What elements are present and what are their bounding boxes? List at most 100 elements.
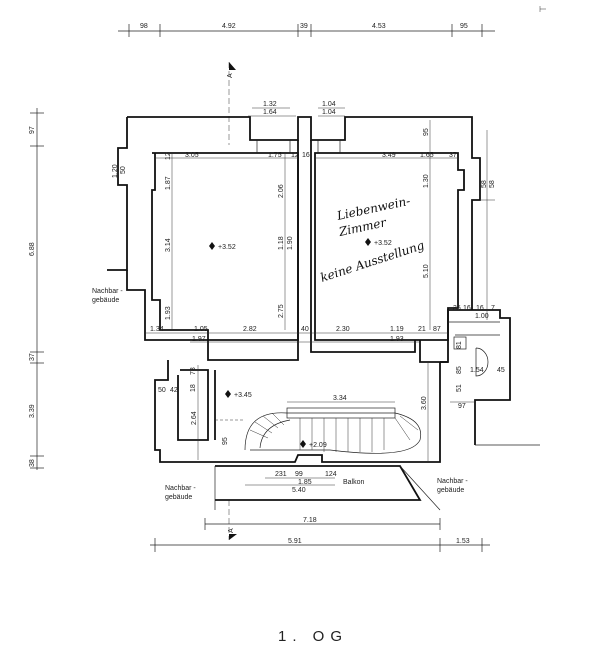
dim-rr-2: 1.65: [420, 152, 434, 159]
floor-title: 1. OG: [278, 628, 348, 645]
dim-left-3: 37: [29, 353, 36, 361]
neighbor-right-line2: gebäude: [437, 487, 464, 494]
dim-left-1: 97: [29, 126, 36, 134]
door-dims-top: 1.32 1.64 1.04 1.04: [248, 101, 345, 117]
dim-left-4: 3.39: [29, 404, 36, 418]
neighbor-right-line1: Nachbar -: [437, 478, 468, 485]
dim-rs-5: 1.00: [475, 313, 489, 320]
dim-door-left-2: 1.64: [263, 109, 277, 116]
balcony-label: Balkon: [343, 479, 365, 486]
dim-rr-3: 37: [449, 152, 457, 159]
level-left-room: +3.52: [218, 244, 236, 251]
hall-dims: 50 42 73 18 2.64 95 3.34 3.60: [158, 362, 429, 462]
dim-rri-2: 1.30: [423, 174, 430, 188]
neighbor-mid-line1: Nachbar -: [165, 485, 196, 492]
neighbor-mid-line2: gebäude: [165, 494, 192, 501]
dim-rri-3: 5.10: [423, 264, 430, 278]
dim-long-153: 1.53: [456, 538, 470, 545]
dim-rli-7: 1.90: [287, 236, 294, 250]
dim-rli-4: 1.93: [165, 306, 172, 320]
dim-rl-4: 16: [302, 152, 310, 159]
level-stair: +2.09: [309, 442, 327, 449]
level-right-room: +3.52: [374, 240, 392, 247]
dim-rb-6: 1.19: [390, 326, 404, 333]
top-dimension-chain: 98 4.92 39 4.53 95: [118, 23, 495, 37]
dim-ls-1: 1.20: [112, 164, 119, 178]
dim-door-right-1: 1.04: [322, 101, 336, 108]
dim-rri-4: 58: [481, 180, 488, 188]
dim-top-3: 39: [300, 23, 308, 30]
dim-rb-1: 1.34: [150, 326, 164, 333]
dim-rs-2: 16: [463, 305, 471, 312]
svg-text:A: A: [228, 528, 235, 533]
handwritten-note: Liebenwein- Zimmer keine Ausstellung: [319, 194, 427, 285]
dim-h-3: 73: [190, 367, 197, 375]
dim-h-2: 42: [170, 387, 178, 394]
dim-rl-3: 12: [291, 152, 299, 159]
dim-left-2: 6.88: [29, 242, 36, 256]
dim-h-4: 18: [190, 384, 197, 392]
dim-rb-8: 87: [433, 326, 441, 333]
dim-rb-7: 21: [418, 326, 426, 333]
dim-h-7: 3.34: [333, 395, 347, 402]
stair-dims: 231 99 124 1.85 5.40: [245, 471, 337, 494]
level-hall: +3.45: [234, 392, 252, 399]
dim-rb-4: 40: [301, 326, 309, 333]
dim-rb-5: 2.30: [336, 326, 350, 333]
room-bottom-dims: 1.34 1.05 2.82 40 2.30 1.19 21 87 1.97 1…: [145, 326, 448, 343]
level-markers: +3.52 +3.52 +3.45 +2.09: [209, 238, 392, 449]
dim-ls-2: 50: [120, 166, 127, 174]
dim-rr-1: 3.49: [382, 152, 396, 159]
balcony: [214, 465, 441, 511]
dim-h-5: 2.64: [191, 411, 198, 425]
dim-h-1: 50: [158, 387, 166, 394]
lower-hall-walls: [154, 360, 448, 463]
dim-rs-11: 97: [458, 403, 466, 410]
right-small-dims: 35 16 16 7 1.00 81 85 1.54 45 51 97: [450, 305, 505, 410]
dim-stair-4: 1.85: [298, 479, 312, 486]
left-dimension-chain: 97 6.88 37 3.39 38: [29, 108, 44, 470]
room-dims: 3.05 1.75 12 16 3.49 1.65 37 12 1.87 3.1…: [112, 120, 496, 330]
dim-rs-3: 16: [476, 305, 484, 312]
dim-long-591: 5.91: [288, 538, 302, 545]
dim-rli-2: 1.87: [165, 176, 172, 190]
dim-stair-3: 124: [325, 471, 337, 478]
crop-mark: [539, 6, 546, 12]
dim-rli-5: 2.06: [278, 184, 285, 198]
dim-rs-8: 1.54: [470, 367, 484, 374]
dim-rri-5: 58: [489, 180, 496, 188]
dim-rli-8: 2.75: [278, 304, 285, 318]
dim-rb2-1: 1.97: [192, 336, 206, 343]
dim-top-5: 95: [460, 23, 468, 30]
neighbor-left-line1: Nachbar -: [92, 288, 123, 295]
dim-rli-1: 12: [165, 152, 172, 160]
right-shaft: [448, 130, 540, 446]
note-line3: keine Ausstellung: [319, 238, 427, 285]
dim-top-4: 4.53: [372, 23, 386, 30]
dim-stair-5: 5.40: [292, 487, 306, 494]
dim-stair-2: 99: [295, 471, 303, 478]
dim-rl-2: 1.75: [268, 152, 282, 159]
dim-rl-1: 3.05: [185, 152, 199, 159]
dim-door-right-2: 1.04: [322, 109, 336, 116]
dim-rli-3: 3.14: [165, 238, 172, 252]
dim-top-1: 98: [140, 23, 148, 30]
dim-rb-3: 2.82: [243, 326, 257, 333]
dim-rb-2: 1.05: [194, 326, 208, 333]
dim-rs-9: 45: [497, 367, 505, 374]
dim-rs-10: 51: [456, 384, 463, 392]
dim-door-left-1: 1.32: [263, 101, 277, 108]
section-mark-bottom: A: [228, 500, 237, 540]
dim-rri-1: 95: [423, 128, 430, 136]
dim-rli-6: 1.18: [278, 236, 285, 250]
dim-rs-1: 35: [453, 305, 461, 312]
bottom-dimension-chains: 7.18 5.91 1.53: [150, 517, 490, 552]
neighbor-left-line2: gebäude: [92, 297, 119, 304]
dim-rs-4: 7: [491, 305, 495, 312]
dim-rs-6: 81: [456, 341, 463, 349]
dim-long-718: 7.18: [303, 517, 317, 524]
section-mark-top: A: [227, 62, 236, 145]
upper-rooms-walls: [107, 116, 481, 363]
dim-rs-7: 85: [456, 366, 463, 374]
dim-rb2-2: 1.93: [390, 336, 404, 343]
